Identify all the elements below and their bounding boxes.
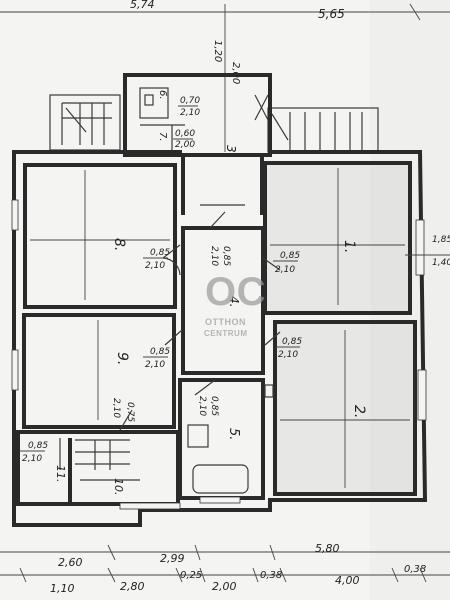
opening-dim-o5-w: 0,85 (280, 251, 300, 261)
opening-dim-o10-h: 2,10 (22, 454, 42, 464)
watermark-line1: OTTHON (205, 317, 246, 327)
room-label-1: 1. (341, 240, 357, 253)
opening-dim-o4-w: 0,85 (221, 246, 231, 266)
opening-dim-o3-h: 2,10 (145, 261, 165, 271)
room-label-6: 6. (157, 90, 168, 100)
opening-dim-o10-w: 0,85 (28, 441, 48, 451)
bottom-dim-row2-3: 0,25 (180, 570, 202, 581)
room-label-8: 8. (111, 238, 127, 251)
bottom-dimensions: 2,60 2,99 5,80 1,10 2,80 0,25 2,00 0,38 … (0, 542, 450, 595)
room-9-walls (22, 313, 176, 429)
room-4-walls (181, 226, 265, 375)
sink (264, 384, 274, 398)
wc (187, 424, 209, 448)
room-label-2: 2. (351, 405, 367, 418)
bathtub (192, 464, 249, 494)
room-label-7: 7. (157, 132, 168, 142)
top-dimension-line: 5,74 5,65 (0, 0, 450, 21)
bottom-dim-row2-6: 4,00 (335, 574, 360, 587)
top-dim-right: 5,65 (318, 7, 345, 21)
opening-dim-o12-w: 1,85 (432, 235, 450, 245)
opening-dim-o8-w: 0,85 (209, 396, 219, 416)
opening-dim-o2-h: 2,00 (175, 140, 195, 150)
watermark: OC OTTHON CENTRUM (204, 270, 266, 338)
room-2-walls (273, 320, 417, 496)
bottom-dim-row2-1: 1,10 (50, 582, 75, 595)
windows (11, 199, 427, 510)
opening-dim-o6-w: 0,85 (150, 347, 170, 357)
watermark-logo: OC (205, 270, 266, 314)
stair-dim-120: 1,20 (212, 40, 223, 62)
watermark-line2: CENTRUM (204, 329, 248, 338)
bottom-dim-2: 2,99 (160, 552, 185, 565)
bottom-dim-1: 2,60 (58, 556, 83, 569)
room-8-walls (23, 163, 177, 309)
bottom-dim-3: 5,80 (315, 542, 340, 555)
bottom-dim-row2-4: 2,00 (212, 580, 237, 593)
opening-dim-o4-h: 2,10 (209, 246, 219, 266)
opening-dim-o8-h: 2,10 (197, 396, 207, 416)
opening-dim-o5-h: 2,10 (275, 265, 295, 275)
room-label-5: 5. (226, 428, 241, 440)
top-dim-left: 5,74 (130, 0, 155, 11)
opening-dim-o9-h: 2,10 (111, 398, 121, 418)
outer-wall (12, 150, 428, 527)
opening-dim-o12-h: 1,40 (432, 258, 450, 268)
opening-dim-o7-h: 2,10 (278, 350, 298, 360)
opening-dims: 0,70 2,10 0,60 2,00 0,85 2,10 0,85 2,10 … (20, 96, 450, 464)
room-10-11-walls (16, 430, 180, 506)
opening-dim-o6-h: 2,10 (145, 360, 165, 370)
bottom-dim-row2-7: 0,38 (404, 564, 426, 575)
opening-dim-o1-w: 0,70 (180, 96, 200, 106)
room-label-4: 4. (227, 296, 241, 307)
room-label-10: 10. (112, 478, 125, 496)
opening-dim-o3-w: 0,85 (150, 248, 170, 258)
room-label-9: 9. (114, 352, 130, 365)
room-label-11: 11. (54, 465, 67, 483)
bottom-dim-row2-5: 0,38 (260, 570, 282, 581)
opening-dim-o1-h: 2,10 (180, 108, 200, 118)
opening-dim-o2-w: 0,60 (175, 129, 195, 139)
opening-dim-o7-w: 0,85 (282, 337, 302, 347)
bottom-dim-row2-2: 2,80 (120, 580, 145, 593)
opening-dim-o9-w: 0,75 (125, 402, 135, 422)
room-label-3: 3. (224, 145, 238, 156)
